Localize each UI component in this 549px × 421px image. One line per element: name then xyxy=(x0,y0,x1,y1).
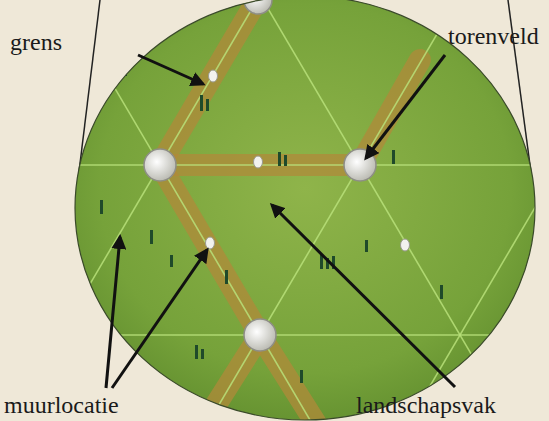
border-label: grens xyxy=(10,30,62,54)
tower-field xyxy=(144,0,376,351)
road xyxy=(160,0,420,421)
tower-field-label: torenveld xyxy=(448,24,539,48)
cypress-trees xyxy=(100,60,443,383)
wall-location-label: muurlocatie xyxy=(4,393,119,417)
landscape-field-label: landschapsvak xyxy=(356,393,496,417)
board-outline xyxy=(75,0,535,420)
wall-location xyxy=(206,70,410,251)
leader-arrow xyxy=(106,55,455,388)
